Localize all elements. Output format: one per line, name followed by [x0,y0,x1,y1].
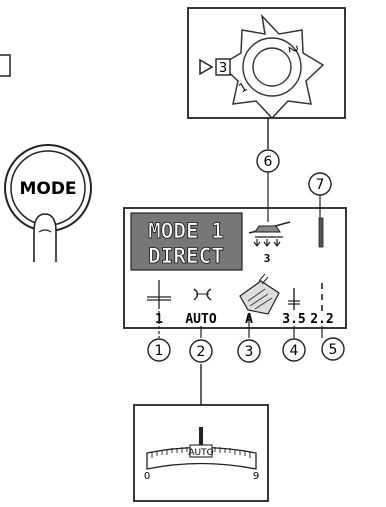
tension-scale-panel: AUTO 0 9 [133,404,269,502]
mode-line-2: DIRECT [148,244,224,268]
mode-line-1: MODE 1 [148,219,224,243]
callout-markers: 6 7 1 2 3 4 5 [147,149,345,363]
callout-3-circle [237,339,261,363]
needle-bar-indicator [318,217,324,248]
dial-inner-ring [252,47,292,87]
leader-lines [158,172,323,405]
lcd-display: MODE 1 DIRECT 3 [123,207,347,329]
mode-button-label: MODE [19,179,76,199]
stitch-position-value: 1 [155,312,163,327]
callout-7: 7 [316,177,325,193]
callout-6-circle [256,149,280,173]
callout-6: 6 [264,154,273,170]
tension-scale-band [146,446,257,470]
callout-2-circle [189,339,213,363]
callout-1-circle [147,338,171,362]
callout-3: 3 [245,344,254,360]
callout-5-circle [321,337,345,361]
stitch-width-icon [288,288,300,310]
tension-scale-ticks [151,447,251,458]
fingernail-icon [38,229,52,233]
dial-mark-2: 2 [285,44,300,54]
dial-current-value: 3 [219,61,227,76]
stitch-position-icon [147,280,171,309]
feed-dog-icon [248,221,291,247]
callout-4-circle [282,338,306,362]
tension-min-label: 0 [144,471,150,482]
dial-panel: 3 2 1 [187,7,346,120]
callout-2: 2 [197,344,206,360]
mode-indicator-block [130,212,243,271]
partial-box-left-edge [0,54,11,77]
mode-button-group[interactable]: MODE [4,144,92,262]
thread-tension-value: AUTO [185,312,216,327]
presser-foot-icon [239,273,280,315]
stitch-length-value: 2.2 [310,312,333,327]
dial-pointer-icon [199,58,214,76]
tension-auto-label: AUTO [188,448,213,458]
thread-tension-icon [193,288,212,301]
callout-1: 1 [155,343,164,359]
pressing-finger-icon [33,213,57,262]
callout-7-circle [308,172,332,196]
feed-dog-value: 3 [264,252,271,265]
stitch-width-value: 3.5 [282,312,305,327]
dial-current-value-box [215,58,231,76]
callout-5: 5 [329,342,338,358]
tension-pointer [199,427,203,445]
tension-max-label: 9 [253,471,259,482]
callout-4: 4 [290,343,299,359]
